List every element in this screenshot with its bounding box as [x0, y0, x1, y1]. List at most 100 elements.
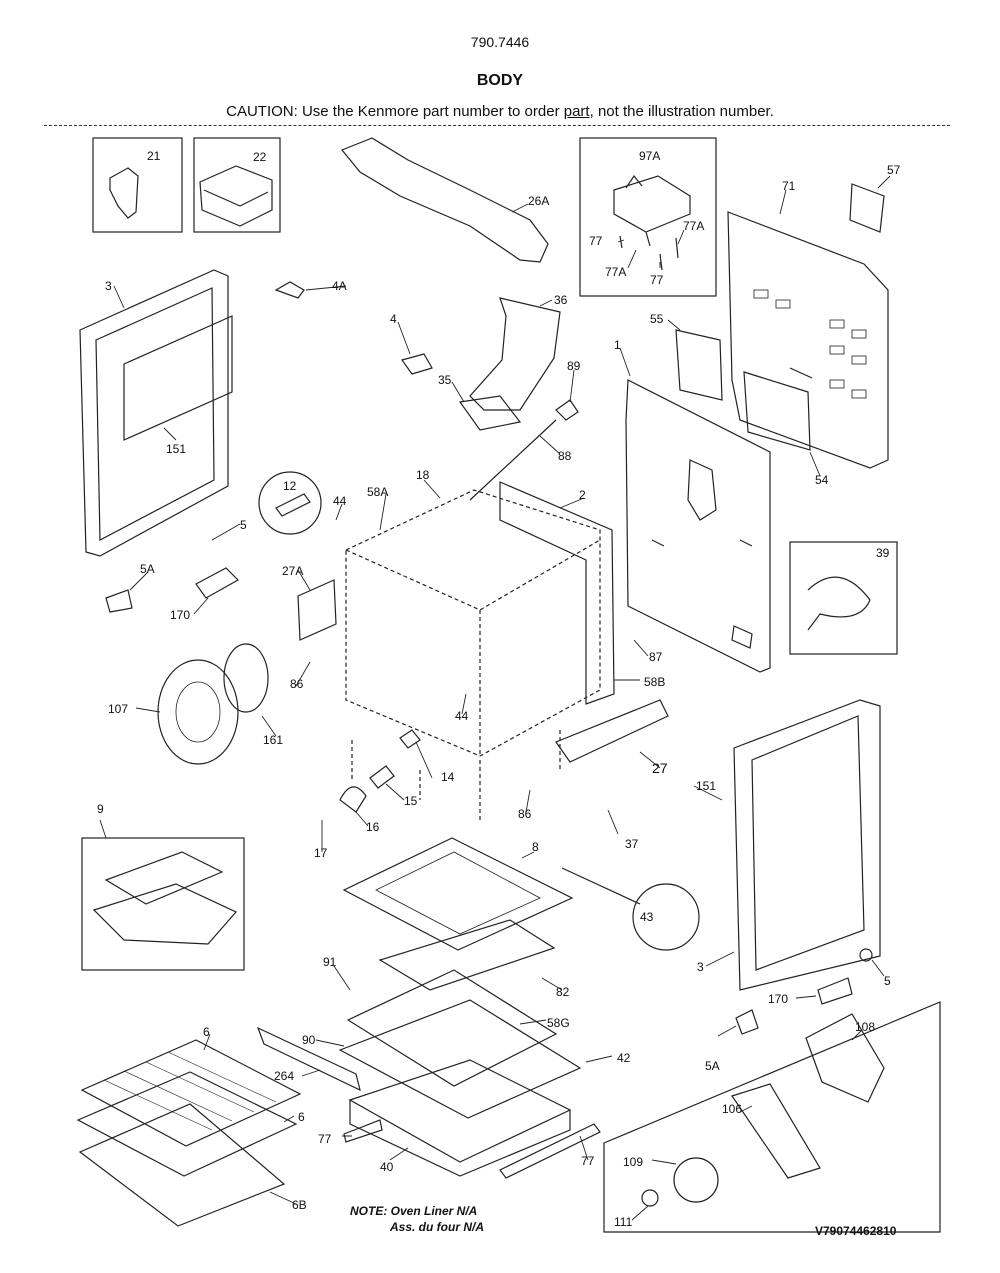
callout-18[interactable]: 18 [416, 468, 430, 482]
ring-161 [223, 643, 269, 713]
callout-21[interactable]: 21 [147, 149, 161, 163]
callout-151-right[interactable]: 151 [696, 779, 716, 793]
callout-97A[interactable]: 97A [639, 149, 660, 163]
callout-43[interactable]: 43 [640, 910, 654, 924]
callout-27A[interactable]: 27A [282, 564, 303, 578]
callout-14[interactable]: 14 [441, 770, 455, 784]
callout-40[interactable]: 40 [380, 1160, 394, 1174]
callout-170-left[interactable]: 170 [170, 608, 190, 622]
callout-264[interactable]: 264 [274, 1069, 294, 1083]
duct-36-shape [469, 297, 561, 411]
callout-35[interactable]: 35 [438, 373, 452, 387]
drawer-40 [348, 1059, 572, 1177]
bracket-4A-shape [274, 281, 305, 299]
clip-5A-left [105, 589, 133, 613]
caution-suffix: , not the illustration number. [589, 103, 774, 120]
callout-1[interactable]: 1 [614, 338, 621, 352]
callout-3-right[interactable]: 3 [697, 960, 704, 974]
lamp-socket-14 [399, 729, 421, 749]
callout-90[interactable]: 90 [302, 1033, 316, 1047]
callout-36[interactable]: 36 [554, 293, 568, 307]
tray-58G [346, 969, 558, 1087]
callout-8[interactable]: 8 [532, 840, 539, 854]
callout-6B[interactable]: 6B [292, 1198, 307, 1212]
rail-27-shape [555, 699, 669, 763]
callout-170-right[interactable]: 170 [768, 992, 788, 1006]
callout-54[interactable]: 54 [815, 473, 829, 487]
callout-27[interactable]: 27 [652, 760, 668, 776]
callout-77-left[interactable]: 77 [318, 1132, 332, 1146]
callout-55[interactable]: 55 [650, 312, 664, 326]
callout-82[interactable]: 82 [556, 985, 570, 999]
callout-6-middle[interactable]: 6 [298, 1110, 305, 1124]
caution-prefix: CAUTION: Use the Kenmore part number to … [226, 103, 564, 120]
callout-108[interactable]: 108 [855, 1020, 875, 1034]
panel-82 [378, 919, 556, 991]
callout-44-top[interactable]: 44 [333, 494, 347, 508]
callout-3-left[interactable]: 3 [105, 279, 112, 293]
inset-box-97A [579, 137, 717, 297]
callout-4[interactable]: 4 [390, 312, 397, 326]
callout-77A-right[interactable]: 77A [683, 219, 704, 233]
note-line-english: NOTE: Oven Liner N/A [350, 1204, 478, 1218]
callout-161[interactable]: 161 [263, 733, 283, 747]
callout-109[interactable]: 109 [623, 1155, 643, 1169]
callout-4A[interactable]: 4A [332, 279, 347, 293]
callout-5-left[interactable]: 5 [240, 518, 247, 532]
callout-58G[interactable]: 58G [547, 1016, 570, 1030]
fan-cover-107-grill [175, 681, 221, 743]
callout-77-board-left[interactable]: 77 [589, 234, 603, 248]
callout-12[interactable]: 12 [283, 479, 297, 493]
plate-35-shape [458, 395, 522, 431]
callout-5-right[interactable]: 5 [884, 974, 891, 988]
rail-27A-shape [297, 579, 337, 641]
bottom-panel-8-inner [375, 851, 541, 935]
rail-264 [256, 1026, 361, 1092]
fan-cover-107 [157, 659, 239, 765]
inset-box-22 [193, 137, 281, 233]
caution-part-link[interactable]: part [563, 103, 590, 120]
callout-107[interactable]: 107 [108, 702, 128, 716]
callout-5A-left[interactable]: 5A [140, 562, 155, 576]
callout-106[interactable]: 106 [722, 1102, 742, 1116]
header-divider [44, 125, 950, 126]
callout-42[interactable]: 42 [617, 1051, 631, 1065]
callout-86-right[interactable]: 86 [518, 807, 532, 821]
callout-71[interactable]: 71 [782, 179, 796, 193]
hinge-170-left [195, 567, 239, 599]
callout-2[interactable]: 2 [579, 488, 586, 502]
callout-39[interactable]: 39 [876, 546, 890, 560]
callout-26A[interactable]: 26A [528, 194, 549, 208]
callout-86-left[interactable]: 86 [290, 677, 304, 691]
callout-9[interactable]: 9 [97, 802, 104, 816]
lamp-lens-16 [339, 786, 367, 813]
callout-151-left[interactable]: 151 [166, 442, 186, 456]
inset-box-fan [603, 1001, 941, 1233]
callout-77-board-bottom[interactable]: 77 [650, 273, 664, 287]
callout-15[interactable]: 15 [404, 794, 418, 808]
rear-wall-1-details [651, 459, 753, 649]
callout-88[interactable]: 88 [558, 449, 572, 463]
callout-77A-left[interactable]: 77A [605, 265, 626, 279]
sensor-12-shape [275, 493, 311, 517]
callout-89[interactable]: 89 [567, 359, 581, 373]
caution-text: CAUTION: Use the Kenmore part number to … [0, 103, 1000, 120]
callout-22[interactable]: 22 [253, 150, 267, 164]
callout-58A[interactable]: 58A [367, 485, 388, 499]
callout-44-bottom[interactable]: 44 [455, 709, 469, 723]
callout-6-top[interactable]: 6 [203, 1025, 210, 1039]
callout-5A-right[interactable]: 5A [705, 1059, 720, 1073]
callout-16[interactable]: 16 [366, 820, 380, 834]
callout-37[interactable]: 37 [625, 837, 639, 851]
callout-87[interactable]: 87 [649, 650, 663, 664]
callout-57[interactable]: 57 [887, 163, 901, 177]
drawing-code: V79074462810 [815, 1224, 897, 1238]
callout-111[interactable]: 111 [614, 1215, 633, 1229]
callout-17[interactable]: 17 [314, 846, 328, 860]
callout-58B[interactable]: 58B [644, 675, 665, 689]
callout-91[interactable]: 91 [323, 955, 337, 969]
callout-77-right[interactable]: 77 [581, 1154, 595, 1168]
rail-77-left [343, 1119, 383, 1143]
leader-lines [99, 175, 891, 1221]
